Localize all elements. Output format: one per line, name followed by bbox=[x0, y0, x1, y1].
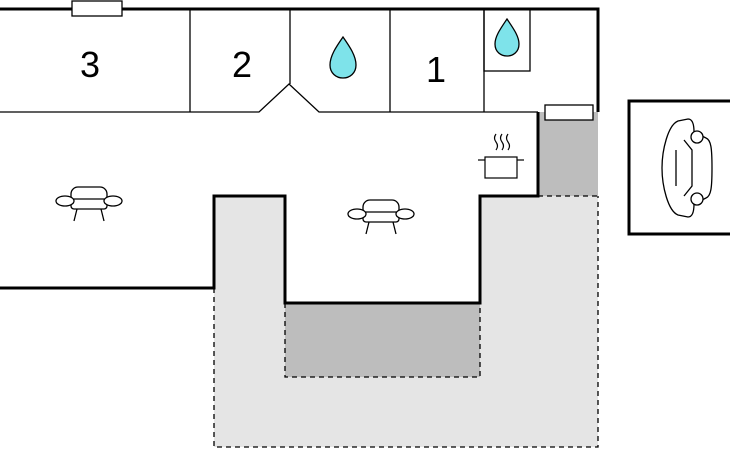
water-drop-icon bbox=[494, 17, 520, 57]
sofa-icon bbox=[347, 199, 415, 235]
walls bbox=[0, 7, 600, 305]
window-top bbox=[71, 0, 123, 17]
bedroom-wall bbox=[0, 83, 538, 113]
outer-wall bbox=[0, 7, 600, 305]
bedroom-3-number: 3 bbox=[80, 44, 100, 85]
covered-area-right bbox=[538, 112, 598, 196]
terrace-outline bbox=[213, 195, 599, 448]
bedroom-2-number: 2 bbox=[232, 44, 252, 85]
window-right bbox=[544, 104, 594, 121]
bedroom-1-number: 1 bbox=[426, 49, 446, 90]
sofa-icon bbox=[55, 186, 123, 222]
water-drop-icon bbox=[329, 35, 357, 79]
covered-terrace bbox=[285, 303, 480, 377]
cooking-pot-icon bbox=[478, 133, 524, 179]
car-icon bbox=[661, 118, 713, 218]
